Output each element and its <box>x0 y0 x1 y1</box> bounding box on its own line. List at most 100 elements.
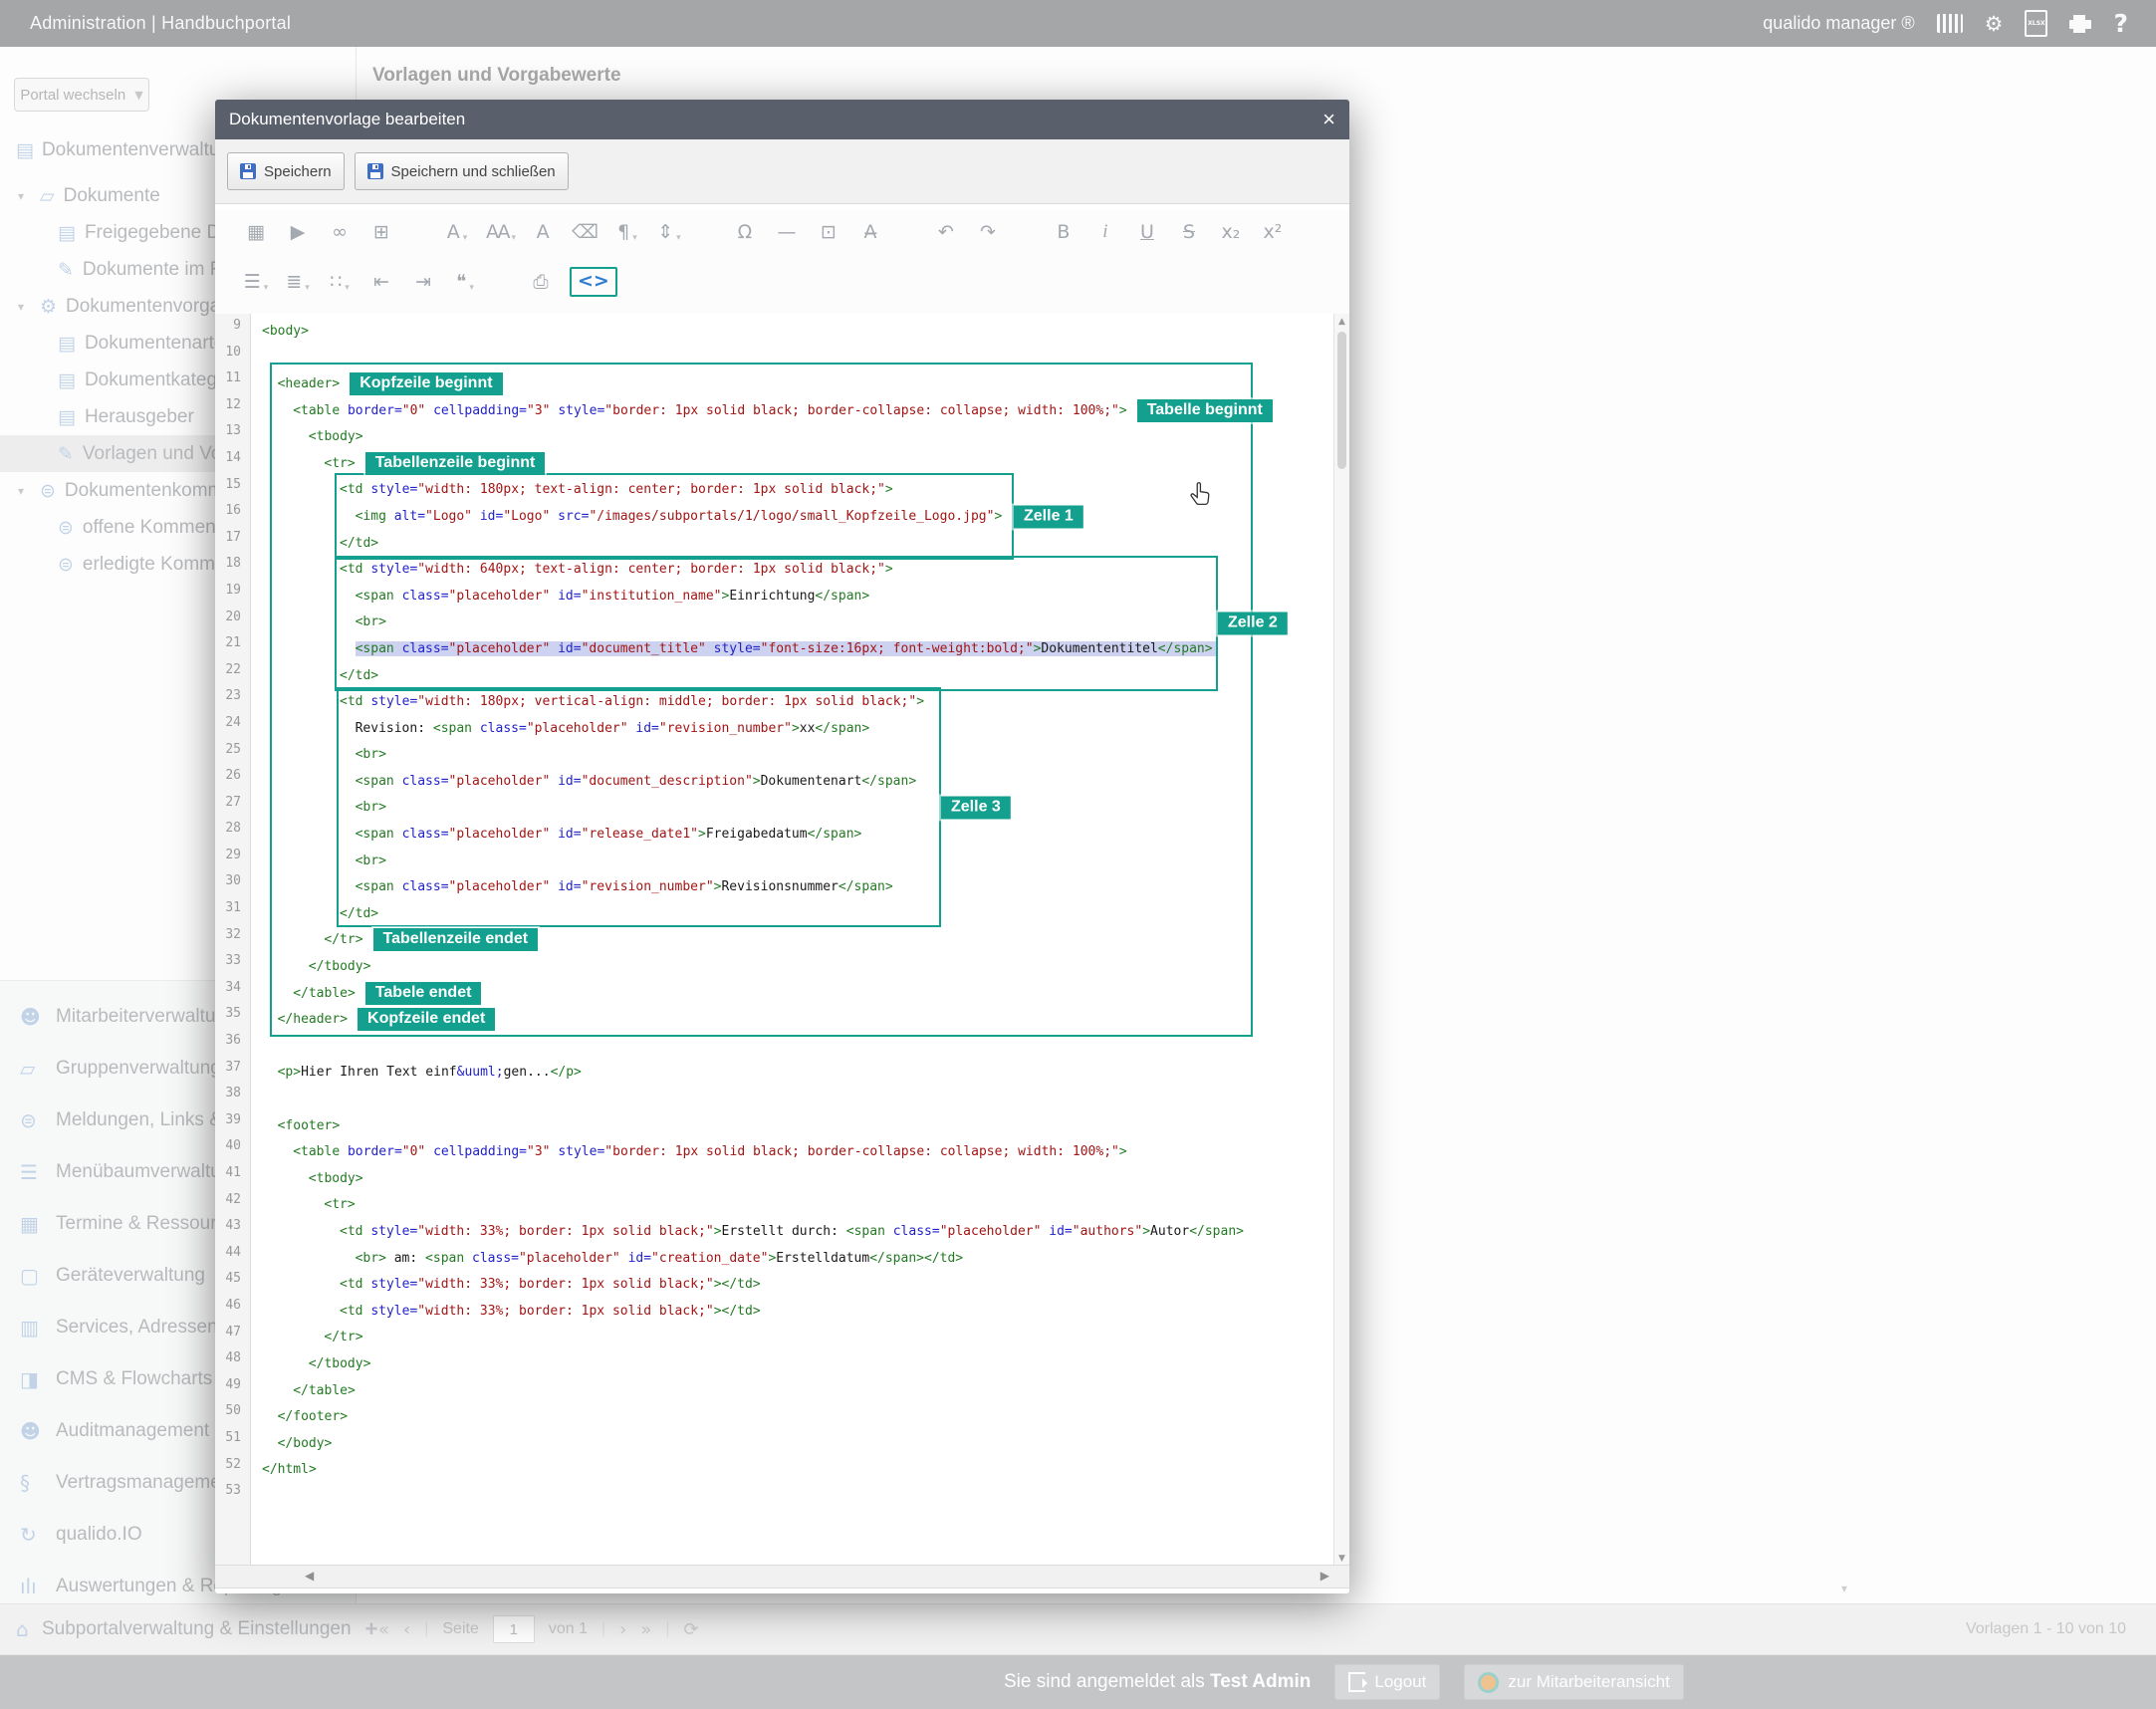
code-line[interactable]: <footer> <box>262 1112 1334 1139</box>
scroll-up-icon[interactable]: ▲ <box>1334 317 1349 327</box>
code-line[interactable]: <tr> <box>262 1192 1334 1219</box>
unordered-list-icon[interactable]: ∷▾ <box>327 271 353 293</box>
code-line[interactable]: <tr>Tabellenzeile beginnt <box>262 450 1334 477</box>
code-line[interactable]: <br> <box>262 848 1334 874</box>
bold-icon[interactable]: B <box>1051 221 1077 243</box>
blockquote-icon[interactable]: ❝▾ <box>452 271 478 293</box>
code-line[interactable]: <span class="placeholder" id="release_da… <box>262 821 1334 848</box>
code-line[interactable]: <span class="placeholder" id="document_t… <box>262 635 1334 662</box>
clear-format-icon[interactable]: A̶ <box>857 221 883 243</box>
line-height-icon[interactable]: ⇕▾ <box>656 221 682 243</box>
code-line[interactable]: Revision: <span class="placeholder" id="… <box>262 715 1334 742</box>
code-line[interactable]: <td style="width: 640px; text-align: cen… <box>262 556 1334 583</box>
code-line[interactable]: <table border="0" cellpadding="3" style=… <box>262 397 1334 424</box>
italic-icon[interactable]: i <box>1092 221 1118 243</box>
close-icon[interactable]: × <box>1322 110 1335 129</box>
underline-icon[interactable]: U <box>1134 221 1160 243</box>
code-line[interactable]: <body> <box>262 318 1334 345</box>
dialog-header[interactable]: Dokumentenvorlage bearbeiten × <box>215 100 1349 139</box>
token <box>550 879 558 894</box>
code-line[interactable]: </td> <box>262 662 1334 689</box>
code-line[interactable]: <header>Kopfzeile beginnt <box>262 370 1334 397</box>
subscript-icon[interactable]: x₂ <box>1218 221 1244 243</box>
code-line[interactable]: </tr> <box>262 1325 1334 1351</box>
paragraph-icon[interactable]: ¶▾ <box>614 221 640 243</box>
code-line[interactable]: <td style="width: 33%; border: 1px solid… <box>262 1298 1334 1325</box>
superscript-icon[interactable]: x² <box>1260 221 1286 243</box>
code-line[interactable]: <p>Hier Ihren Text einf&uuml;gen...</p> <box>262 1060 1334 1087</box>
code-line[interactable]: </footer> <box>262 1403 1334 1430</box>
code-line-text: <tbody> <box>309 1171 363 1186</box>
special-char-icon[interactable]: Ω <box>732 221 758 243</box>
code-line[interactable]: <td style="width: 180px; text-align: cen… <box>262 477 1334 504</box>
code-line[interactable]: </body> <box>262 1430 1334 1457</box>
save-and-close-button[interactable]: Speichern und schließen <box>355 152 569 190</box>
code-line[interactable]: <br> <box>262 795 1334 822</box>
annotation-label: Tabellenzeile beginnt <box>365 452 546 475</box>
print-icon[interactable]: ⎙ <box>528 271 554 293</box>
code-line[interactable]: <tbody> <box>262 423 1334 450</box>
scroll-right-icon[interactable]: ▶ <box>1320 1569 1329 1583</box>
scrollbar-thumb[interactable] <box>1337 332 1346 469</box>
token: > <box>885 562 893 577</box>
code-line[interactable]: </tbody> <box>262 1350 1334 1377</box>
code-line[interactable]: <table border="0" cellpadding="3" style=… <box>262 1138 1334 1165</box>
code-line[interactable] <box>262 1033 1334 1060</box>
code-line[interactable] <box>262 1086 1334 1112</box>
code-line[interactable]: <span class="placeholder" id="revision_n… <box>262 873 1334 900</box>
strikethrough-icon[interactable]: S <box>1176 221 1202 243</box>
link-icon[interactable]: ∞ <box>327 221 353 243</box>
fill-color-icon[interactable]: A <box>530 221 556 243</box>
code-line[interactable] <box>262 1483 1334 1510</box>
code-line[interactable]: <span class="placeholder" id="institutio… <box>262 583 1334 610</box>
horizontal-scrollbar[interactable]: ◀ ▶ <box>215 1565 1349 1588</box>
font-size-icon[interactable]: AA▾ <box>486 221 514 243</box>
token: ></td> <box>714 1277 761 1292</box>
align-icon[interactable]: ☰▾ <box>243 271 269 293</box>
code-line[interactable]: <span class="placeholder" id="document_d… <box>262 768 1334 795</box>
image-icon[interactable]: ▦ <box>243 221 269 243</box>
token: am: <box>386 1251 425 1266</box>
code-line[interactable]: <td style="width: 33%; border: 1px solid… <box>262 1218 1334 1245</box>
video-icon[interactable]: ▶ <box>285 221 311 243</box>
code-line[interactable]: </td> <box>262 530 1334 557</box>
code-line[interactable]: <br> am: <span class="placeholder" id="c… <box>262 1245 1334 1272</box>
code-line[interactable] <box>262 345 1334 371</box>
code-line[interactable]: <img alt="Logo" id="Logo" src="/images/s… <box>262 503 1334 530</box>
code-line[interactable]: </td> <box>262 900 1334 927</box>
outdent-icon[interactable]: ⇤ <box>368 271 394 293</box>
code-line[interactable]: <br> <box>262 610 1334 636</box>
undo-icon[interactable]: ↶ <box>933 221 959 243</box>
code-line[interactable]: </tbody> <box>262 953 1334 980</box>
redo-icon[interactable]: ↷ <box>975 221 1001 243</box>
save-button[interactable]: Speichern <box>227 152 345 190</box>
code-line[interactable]: </tr>Tabellenzeile endet <box>262 927 1334 954</box>
table-icon[interactable]: ⊞ <box>368 221 394 243</box>
line-number: 51 <box>215 1430 250 1457</box>
code-line[interactable]: <tbody> <box>262 1165 1334 1192</box>
code-line[interactable]: <td style="width: 180px; vertical-align:… <box>262 688 1334 715</box>
code-line[interactable]: </table> <box>262 1377 1334 1404</box>
eraser-icon[interactable]: ⌫ <box>572 221 599 243</box>
ordered-list-icon[interactable]: ≣▾ <box>285 271 311 293</box>
code-line[interactable]: <br> <box>262 742 1334 769</box>
code-content[interactable]: Zelle 1 Zelle 2 Zelle 3 <body><header>Ko… <box>252 314 1334 1567</box>
indent-icon[interactable]: ⇥ <box>410 271 436 293</box>
token <box>706 641 714 656</box>
token: class= <box>893 1224 940 1239</box>
code-line[interactable]: <td style="width: 33%; border: 1px solid… <box>262 1271 1334 1298</box>
table-borders-icon[interactable]: ⊡ <box>816 221 841 243</box>
token: "revision_number" <box>659 721 792 736</box>
token: </td> <box>340 536 378 551</box>
save-and-close-label: Speichern und schließen <box>391 163 556 180</box>
code-line[interactable]: </html> <box>262 1457 1334 1484</box>
code-line[interactable]: </table>Tabele endet <box>262 980 1334 1007</box>
scroll-down-icon[interactable]: ▼ <box>1334 1554 1349 1564</box>
vertical-scrollbar[interactable]: ▲ ▼ <box>1333 314 1349 1567</box>
scroll-left-icon[interactable]: ◀ <box>305 1569 314 1583</box>
code-line[interactable]: </header>Kopfzeile endet <box>262 1006 1334 1033</box>
source-code-editor[interactable]: 9101112131415161718192021222324252627282… <box>215 314 1349 1567</box>
horizontal-rule-icon[interactable]: — <box>774 221 800 243</box>
code-view-icon[interactable]: <> <box>570 267 617 297</box>
font-color-icon[interactable]: A▾ <box>444 221 470 243</box>
